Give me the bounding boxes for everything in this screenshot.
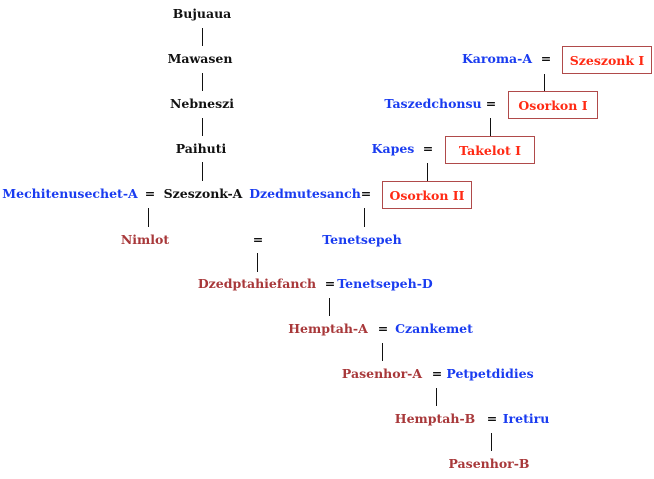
person-tenetsepeh-d: Tenetsepeh-D: [337, 275, 433, 291]
person-pasenhor-a: Pasenhor-A: [341, 365, 423, 381]
person-nebneszi: Nebneszi: [169, 95, 235, 111]
person-hemptah-b: Hemptah-B: [394, 410, 476, 426]
person-hemptah-a: Hemptah-A: [288, 320, 368, 336]
descent-line: [202, 28, 203, 46]
descent-line: [544, 74, 545, 92]
marriage-symbol: =: [431, 365, 443, 381]
marriage-symbol: =: [485, 95, 497, 111]
person-dzedptahiefanch: Dzedptahiefanch: [197, 275, 317, 291]
person-tenetsepeh: Tenetsepeh: [322, 231, 402, 247]
king-osorkon-2: Osorkon II: [382, 181, 472, 209]
marriage-symbol: =: [486, 410, 498, 426]
descent-line: [148, 208, 149, 227]
king-takelot-1: Takelot I: [445, 136, 535, 164]
descent-line: [364, 208, 365, 227]
marriage-symbol: =: [144, 185, 156, 201]
marriage-symbol: =: [377, 320, 389, 336]
person-dzedmutesanch: Dzedmutesanch: [249, 185, 361, 201]
descent-line: [202, 118, 203, 136]
person-nimlot: Nimlot: [120, 231, 170, 247]
person-petpetdidies: Petpetdidies: [446, 365, 534, 381]
marriage-symbol: =: [540, 50, 552, 66]
descent-line: [436, 388, 437, 406]
person-taszedchonsu: Taszedchonsu: [384, 95, 482, 111]
marriage-symbol: =: [324, 275, 336, 291]
descent-line: [257, 253, 258, 272]
person-iretiru: Iretiru: [502, 410, 550, 426]
descent-line: [202, 73, 203, 91]
marriage-symbol: =: [252, 231, 264, 247]
descent-line: [490, 118, 491, 136]
king-szeszonk-1: Szeszonk I: [562, 46, 652, 74]
descent-line: [202, 162, 203, 181]
marriage-symbol: =: [422, 140, 434, 156]
person-czankemet: Czankemet: [395, 320, 473, 336]
descent-line: [382, 343, 383, 361]
person-paihuti: Paihuti: [175, 140, 227, 156]
marriage-symbol: =: [360, 185, 372, 201]
person-mechitenusechet-a: Mechitenusechet-A: [2, 185, 138, 201]
person-bujuaua: Bujuaua: [172, 5, 232, 21]
person-mawasen: Mawasen: [167, 50, 233, 66]
person-karoma-a: Karoma-A: [461, 50, 533, 66]
descent-line: [329, 298, 330, 316]
person-pasenhor-b: Pasenhor-B: [448, 455, 530, 471]
descent-line: [491, 433, 492, 451]
king-osorkon-1: Osorkon I: [508, 91, 598, 119]
person-kapes: Kapes: [371, 140, 415, 156]
person-szeszonk-a: Szeszonk-A: [163, 185, 243, 201]
descent-line: [427, 163, 428, 181]
